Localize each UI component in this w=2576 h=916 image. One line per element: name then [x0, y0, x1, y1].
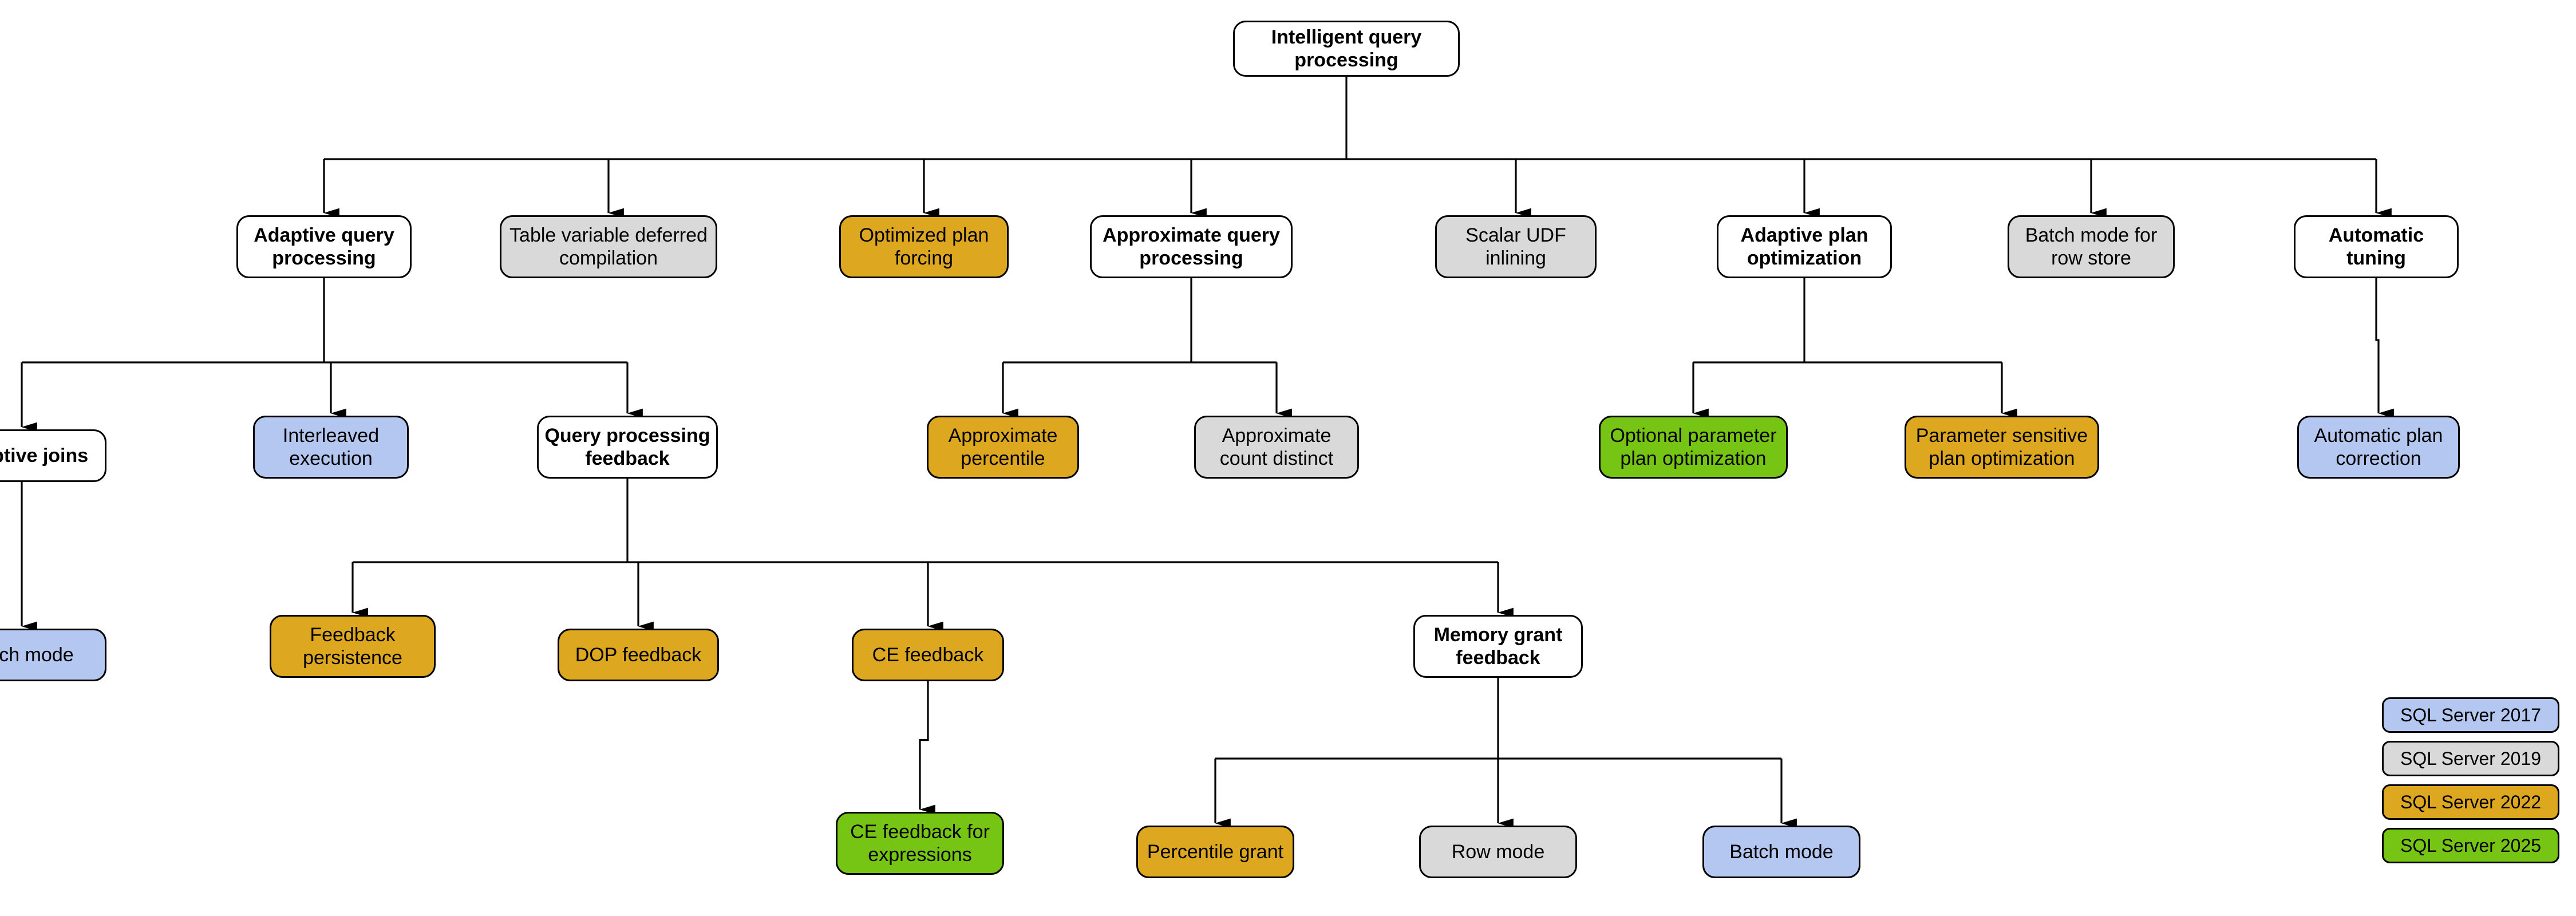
legend-item-3: SQL Server 2025 [2382, 828, 2559, 863]
node-ce_fb[interactable]: CE feedback [852, 629, 1004, 681]
node-opf[interactable]: Optimized plan forcing [839, 215, 1009, 278]
node-dop_fb[interactable]: DOP feedback [558, 629, 719, 681]
node-bmrs[interactable]: Batch mode for row store [2008, 215, 2175, 278]
node-fb_persist[interactable]: Feedback persistence [270, 615, 436, 678]
node-batch_mode_mgf[interactable]: Batch mode [1702, 826, 1860, 878]
node-apc[interactable]: Automatic plan correction [2297, 416, 2460, 479]
node-interleaved[interactable]: Interleaved execution [253, 416, 409, 479]
node-batch_mode_aj[interactable]: Batch mode [0, 629, 106, 681]
node-mgf[interactable]: Memory grant feedback [1413, 615, 1583, 678]
node-qpf[interactable]: Query processing feedback [537, 416, 718, 479]
node-approx_cd[interactable]: Approximate count distinct [1194, 416, 1359, 479]
node-ce_fb_expr[interactable]: CE feedback for expressions [836, 812, 1004, 875]
node-approx_pct[interactable]: Approximate percentile [927, 416, 1079, 479]
node-pspo[interactable]: Parameter sensitive plan optimization [1905, 416, 2099, 479]
node-tvdc[interactable]: Table variable deferred compilation [500, 215, 717, 278]
node-apq[interactable]: Approximate query processing [1090, 215, 1293, 278]
connector-autotune-to-apc [2375, 278, 2394, 418]
node-oppo[interactable]: Optional parameter plan optimization [1599, 416, 1788, 479]
node-root[interactable]: Intelligent query processing [1233, 21, 1460, 77]
legend-item-2: SQL Server 2022 [2382, 784, 2559, 820]
connector-ce_fb-to-ce_fb_expr [919, 681, 935, 815]
node-adaptive_joins[interactable]: Adaptive joins [0, 429, 106, 482]
node-apo[interactable]: Adaptive plan optimization [1717, 215, 1892, 278]
node-pct_grant[interactable]: Percentile grant [1136, 826, 1294, 878]
legend-item-0: SQL Server 2017 [2382, 697, 2559, 733]
legend-item-1: SQL Server 2019 [2382, 741, 2559, 776]
node-udf[interactable]: Scalar UDF inlining [1435, 215, 1597, 278]
node-row_mode[interactable]: Row mode [1419, 826, 1577, 878]
node-autotune[interactable]: Automatic tuning [2294, 215, 2459, 278]
node-aqp[interactable]: Adaptive query processing [236, 215, 412, 278]
